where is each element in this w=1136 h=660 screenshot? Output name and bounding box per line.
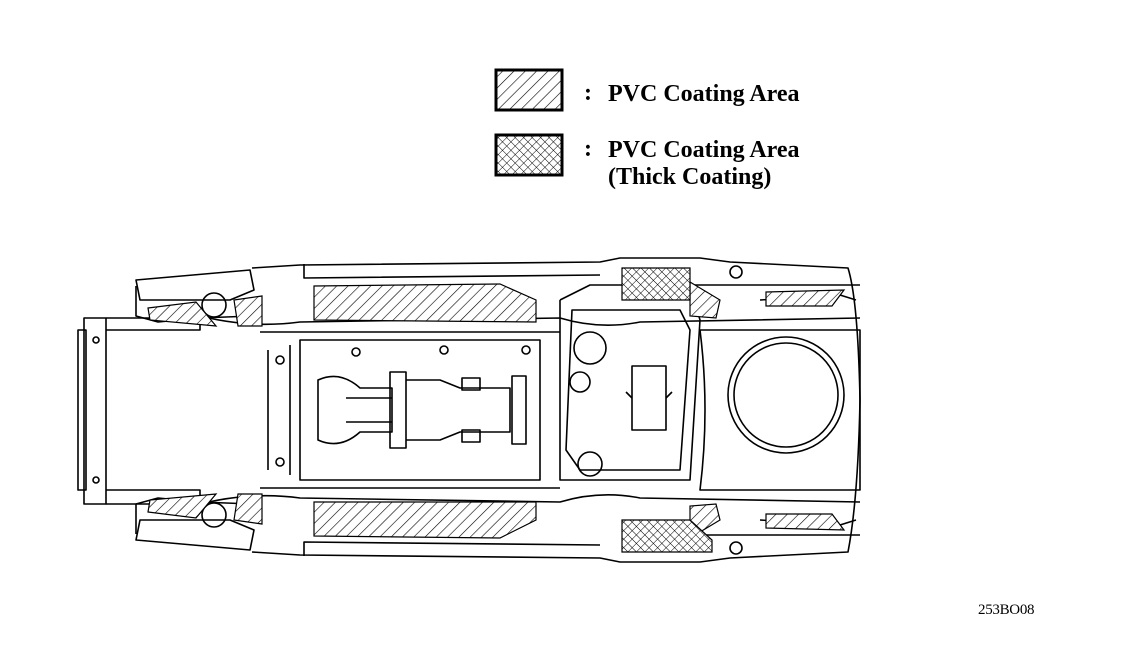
legend-sublabel: (Thick Coating) [608,164,772,190]
figure-id: 253BO08 [978,602,1035,618]
legend-label: PVC Coating Area [608,81,800,107]
legend-item-pvc-thick-coating: : PVC Coating Area (Thick Coating) [494,133,914,203]
pvc-thick-coating-areas [621,267,713,553]
legend-label: PVC Coating Area [608,137,800,163]
crosshatch-swatch-icon [494,133,564,177]
underbody-outline [77,257,861,563]
legend-colon: : [584,80,592,106]
pvc-coating-areas [147,280,846,540]
hatch-swatch-icon [494,68,564,112]
legend-item-pvc-coating: : PVC Coating Area [494,68,914,118]
legend-colon: : [584,136,592,162]
